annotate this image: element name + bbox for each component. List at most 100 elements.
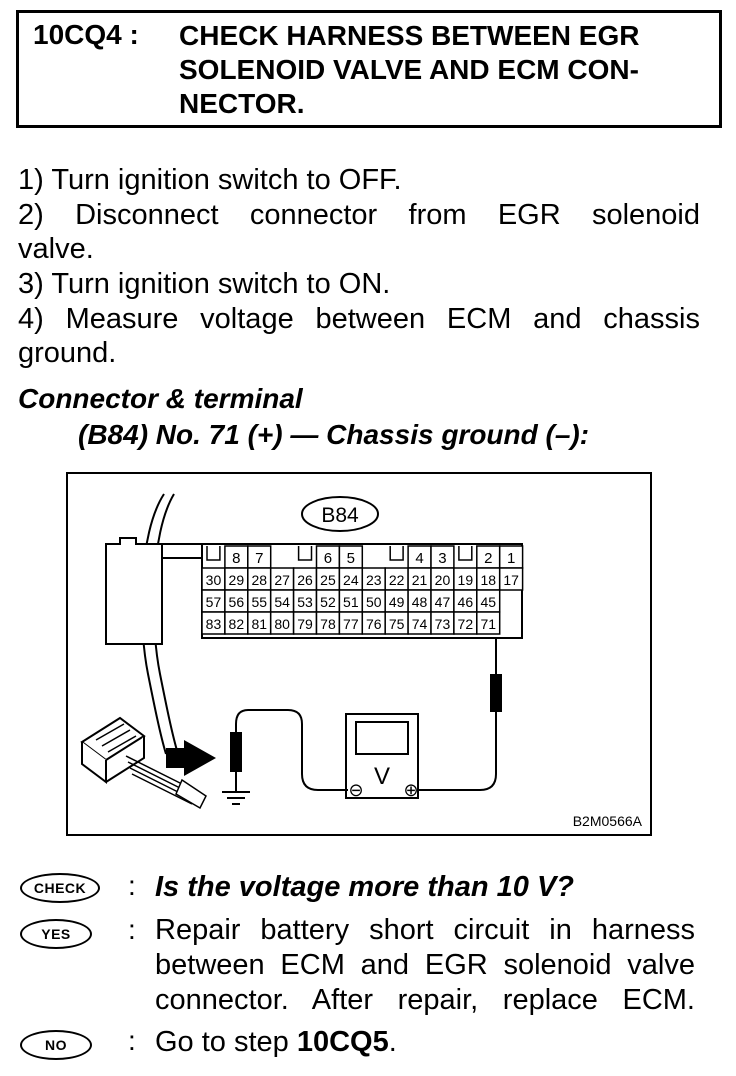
ecm-housing-left <box>105 537 163 645</box>
yes-badge: YES <box>20 919 92 949</box>
pin-label: 45 <box>480 594 496 610</box>
pin-label: 73 <box>435 616 451 632</box>
yes-line: between ECM and EGR solenoid valve <box>155 949 695 981</box>
check-colon: : <box>128 870 136 901</box>
positive-lead <box>414 712 497 791</box>
key-notch <box>297 546 313 561</box>
pin-label: 55 <box>251 594 267 610</box>
pin-label: 57 <box>206 594 222 610</box>
no-step-ref: 10CQ5 <box>296 1026 389 1058</box>
pin-label: 26 <box>297 572 313 588</box>
negative-lead <box>235 709 348 791</box>
pin-cell <box>476 611 501 635</box>
pin-label: 54 <box>274 594 290 610</box>
pin-label: 27 <box>274 572 290 588</box>
pin-cell <box>498 567 524 591</box>
pin-label: 23 <box>366 572 382 588</box>
instruction-3: 3) Turn ignition switch to ON. <box>18 268 391 300</box>
pin-label: 25 <box>320 572 336 588</box>
figure-code: B2M0566A <box>573 813 643 829</box>
minus-terminal: ⊖ <box>348 780 363 800</box>
check-question: Is the voltage more than 10 V? <box>155 871 574 903</box>
check-badge: CHECK <box>20 873 100 903</box>
connector-label: B84 <box>321 504 359 527</box>
instruction-4: 4) Measure voltage between ECM and chass… <box>18 303 700 335</box>
step-header: 10CQ4 : CHECK HARNESS BETWEEN EGR SOLENO… <box>16 10 722 128</box>
break-line <box>152 493 179 755</box>
pin-label: 22 <box>389 572 405 588</box>
step-title: CHECK HARNESS BETWEEN EGR SOLENOID VALVE… <box>179 19 719 121</box>
pin-label: 17 <box>503 572 519 588</box>
pin-label: 80 <box>274 616 290 632</box>
yes-colon: : <box>128 914 136 945</box>
pin-label: 82 <box>229 616 245 632</box>
pin-label: 5 <box>347 550 355 567</box>
pin-label: 4 <box>415 550 423 567</box>
pin-label: 53 <box>297 594 313 610</box>
step-title-line: NECTOR. <box>179 88 305 119</box>
pin-label: 20 <box>435 572 451 588</box>
negative-probe <box>230 732 242 772</box>
connector-heading: Connector & terminal <box>18 383 303 414</box>
instruction-2: 2) Disconnect connector from EGR solenoi… <box>18 199 700 231</box>
pin-label: 50 <box>366 594 382 610</box>
voltmeter-display <box>355 721 409 755</box>
step-title-line: CHECK HARNESS BETWEEN EGR <box>179 20 640 51</box>
pin-label: 6 <box>324 550 332 567</box>
voltmeter-symbol: V <box>374 763 390 790</box>
pin-label: 46 <box>458 594 474 610</box>
pin-label: 19 <box>458 572 474 588</box>
pin-label: 79 <box>297 616 313 632</box>
no-colon: : <box>128 1025 136 1056</box>
step-id: 10CQ4 : <box>33 19 139 50</box>
key-notch <box>206 546 221 561</box>
pin-label: 3 <box>438 550 446 567</box>
pin-label: 28 <box>251 572 267 588</box>
arrow-icon <box>166 740 216 776</box>
yes-answer: Repair battery short circuit in harness … <box>155 913 695 1018</box>
pin-label: 1 <box>507 550 515 567</box>
positive-probe <box>490 674 502 712</box>
instruction-4-cont: ground. <box>18 337 117 369</box>
step-title-line: SOLENOID VALVE AND ECM CON- <box>179 54 639 85</box>
plus-terminal: ⊕ <box>403 780 418 800</box>
yes-line: connector. After repair, replace ECM. <box>155 984 695 1016</box>
break-line <box>140 493 167 755</box>
pin-label: 21 <box>412 572 428 588</box>
pin-label: 75 <box>389 616 405 632</box>
egr-connector-sketch <box>80 716 207 810</box>
pin-label: 74 <box>412 616 428 632</box>
pin-label: 77 <box>343 616 359 632</box>
no-badge: NO <box>20 1030 92 1060</box>
pin-label: 56 <box>229 594 245 610</box>
instruction-2-cont: valve. <box>18 233 94 265</box>
no-answer: Go to step 10CQ5. <box>155 1025 397 1060</box>
no-suffix: . <box>388 1026 397 1058</box>
pin-label: 72 <box>458 616 474 632</box>
pin-label: 8 <box>232 550 240 567</box>
instruction-1: 1) Turn ignition switch to OFF. <box>18 164 402 196</box>
pin-label: 2 <box>484 550 492 567</box>
key-notch <box>389 546 404 561</box>
pin-label: 78 <box>320 616 336 632</box>
no-prefix: Go to step <box>155 1026 297 1058</box>
pin-label: 7 <box>255 550 263 567</box>
pin-label: 49 <box>389 594 405 610</box>
pin-label: 30 <box>206 572 222 588</box>
pin-label: 18 <box>480 572 496 588</box>
yes-line: Repair battery short circuit in harness <box>155 914 695 946</box>
pin-label: 83 <box>206 616 222 632</box>
pin-label: 52 <box>320 594 336 610</box>
connector-detail: (B84) No. 71 (+) — Chassis ground (–): <box>78 419 590 450</box>
connector-label-oval <box>301 496 379 532</box>
key-notch <box>458 546 473 561</box>
pin-label: 47 <box>435 594 451 610</box>
pin-label: 71 <box>480 616 496 632</box>
pin-label: 29 <box>229 572 245 588</box>
pin-label: 51 <box>343 594 359 610</box>
pin-label: 24 <box>343 572 359 588</box>
pin-label: 76 <box>366 616 382 632</box>
pin-label: 81 <box>251 616 267 632</box>
pin-grid: 30 29 28 27 26 25 24 23 22 21 20 19 18 17 57 56 55 54 53 52… <box>201 567 524 635</box>
